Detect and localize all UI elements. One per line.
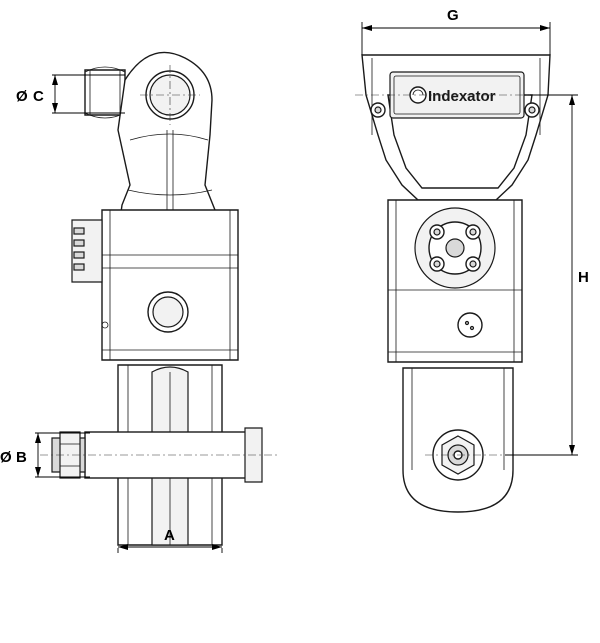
side-view [40,51,280,546]
dimension-c: Ø C [16,74,125,114]
dimension-g-label: G [447,7,459,24]
dimension-h-label: H [578,269,589,286]
dimension-c-diameter-symbol: Ø [16,88,28,105]
dimension-g: G [361,7,551,55]
dimension-b-label: B [16,449,27,466]
dimension-c-label: C [33,88,44,105]
front-view: Indexator [355,54,580,513]
dimension-h: H [505,94,589,456]
dimension-a: A [117,527,223,553]
dimension-b: Ø B [0,432,90,478]
brand-logo-text: Indexator [428,88,496,105]
dimension-b-diameter-symbol: Ø [0,449,12,466]
dimension-a-label: A [164,527,175,544]
